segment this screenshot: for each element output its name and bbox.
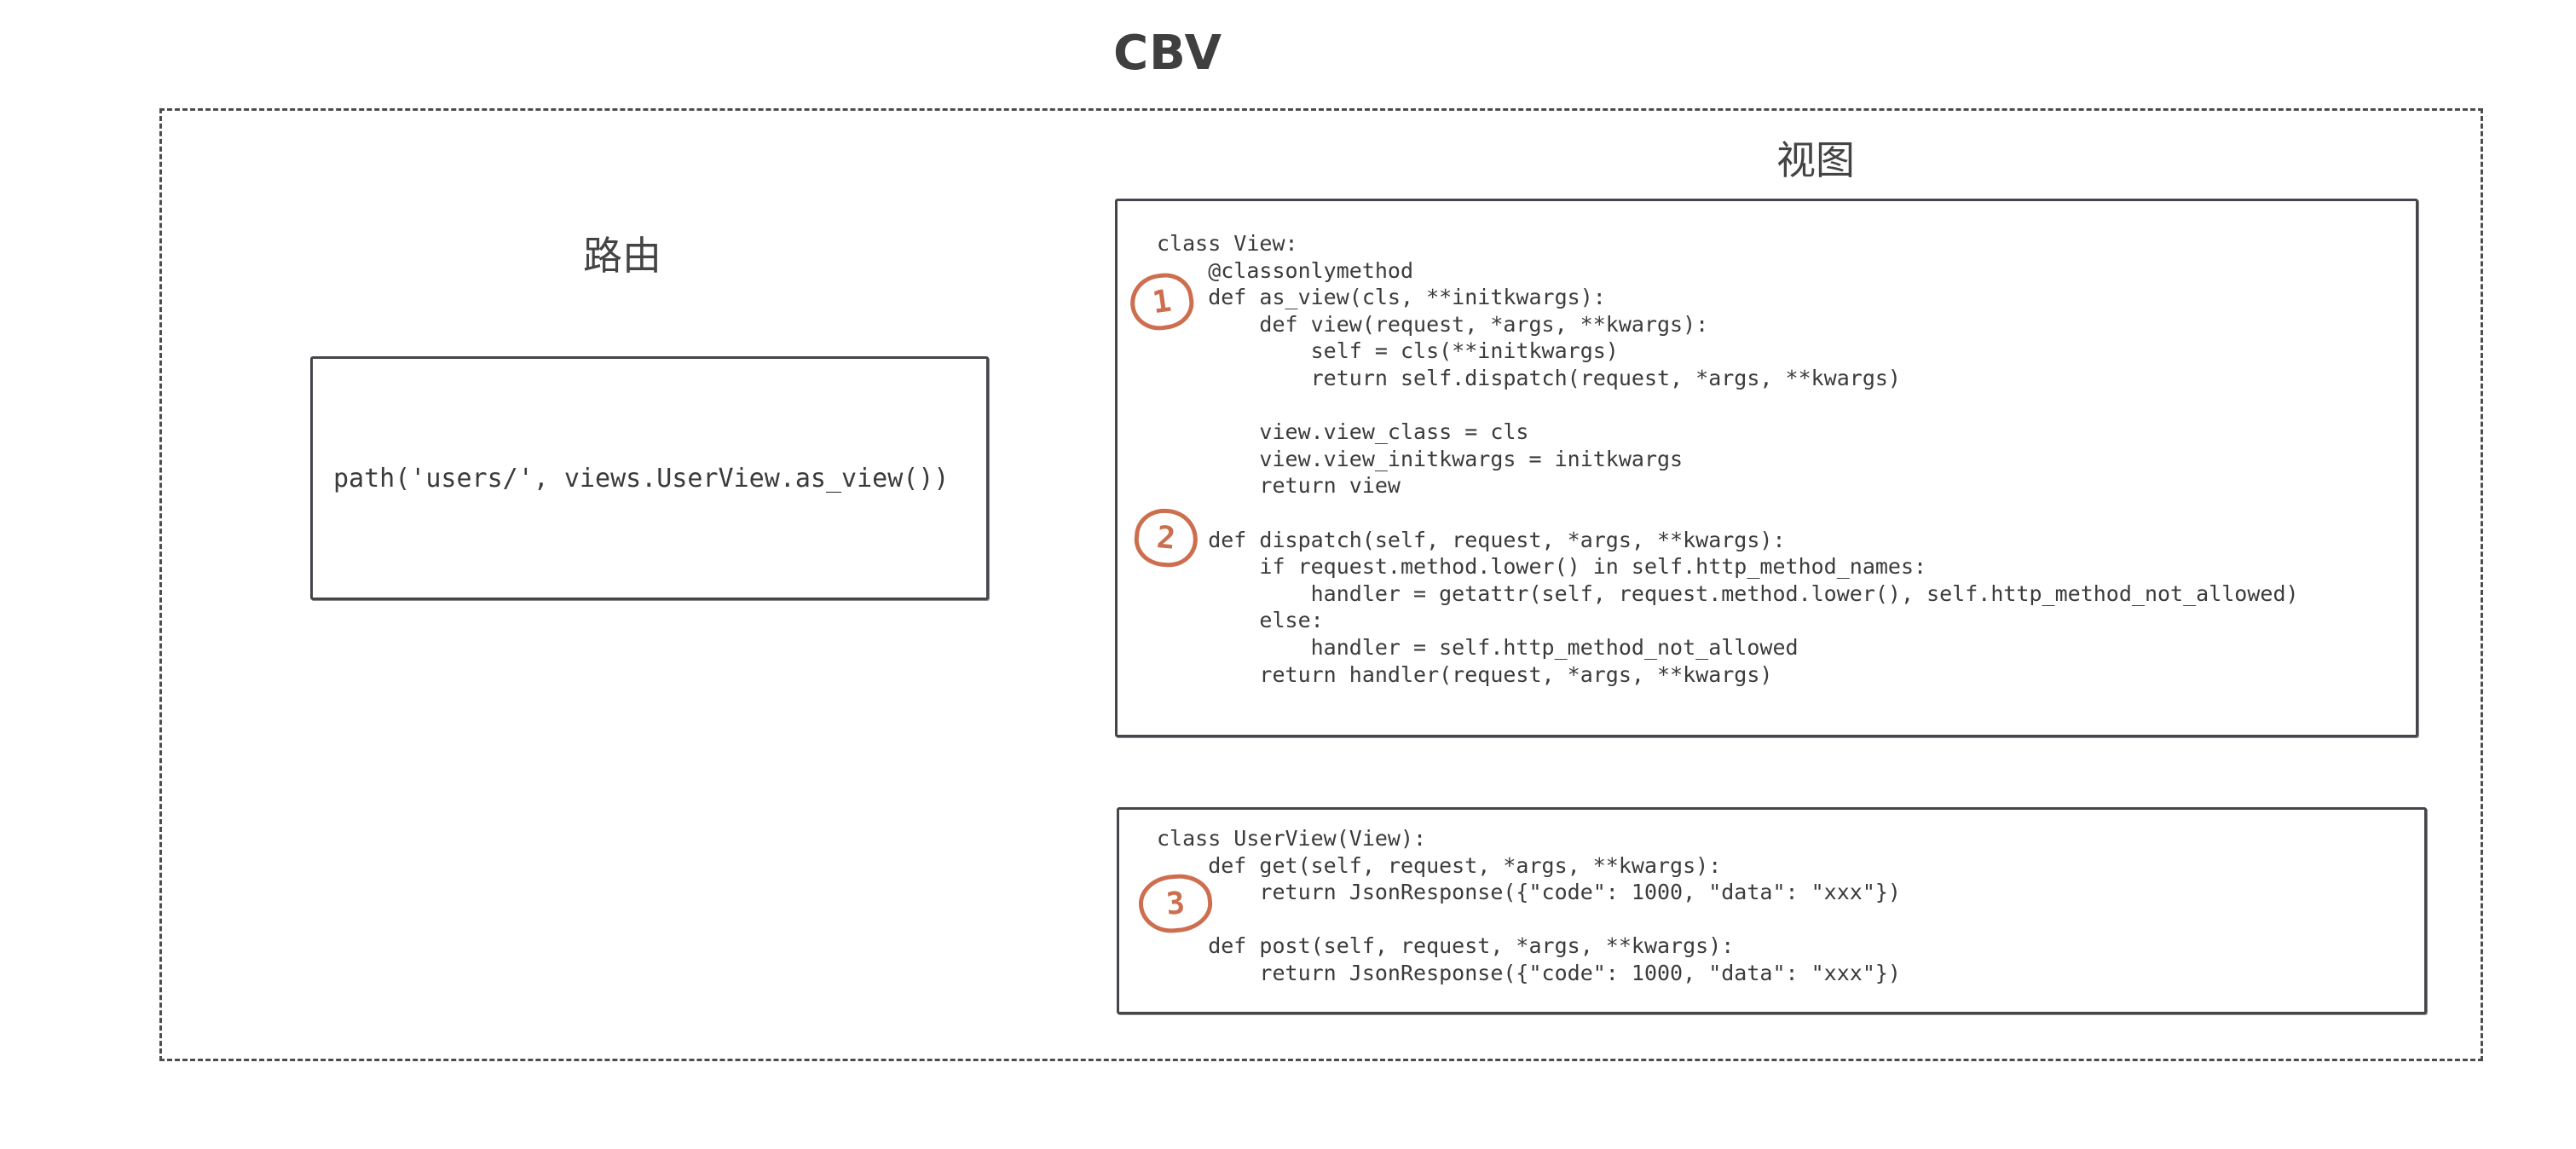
userview-class-code-text: class UserView(View): def get(self, requ… — [1157, 826, 1901, 985]
view-class-code-text: class View: @classonlymethod def as_view… — [1157, 231, 2299, 687]
view-section-label: 视图 — [1776, 137, 1855, 183]
route-section-label: 路由 — [583, 233, 661, 279]
diagram-title: CBV — [1113, 26, 1222, 81]
userview-class-code-box: class UserView(View): def get(self, requ… — [1117, 807, 2427, 1014]
view-class-code-box: class View: @classonlymethod def as_view… — [1115, 199, 2418, 737]
outer-dotted-frame — [159, 108, 2483, 1061]
route-code-text: path('users/', views.UserView.as_view()) — [333, 463, 950, 494]
route-code-box: path('users/', views.UserView.as_view()) — [310, 356, 989, 600]
annotation-number-3: 3 — [1164, 885, 1187, 922]
annotation-number-2: 2 — [1155, 519, 1177, 557]
annotation-number-1: 1 — [1150, 283, 1174, 320]
